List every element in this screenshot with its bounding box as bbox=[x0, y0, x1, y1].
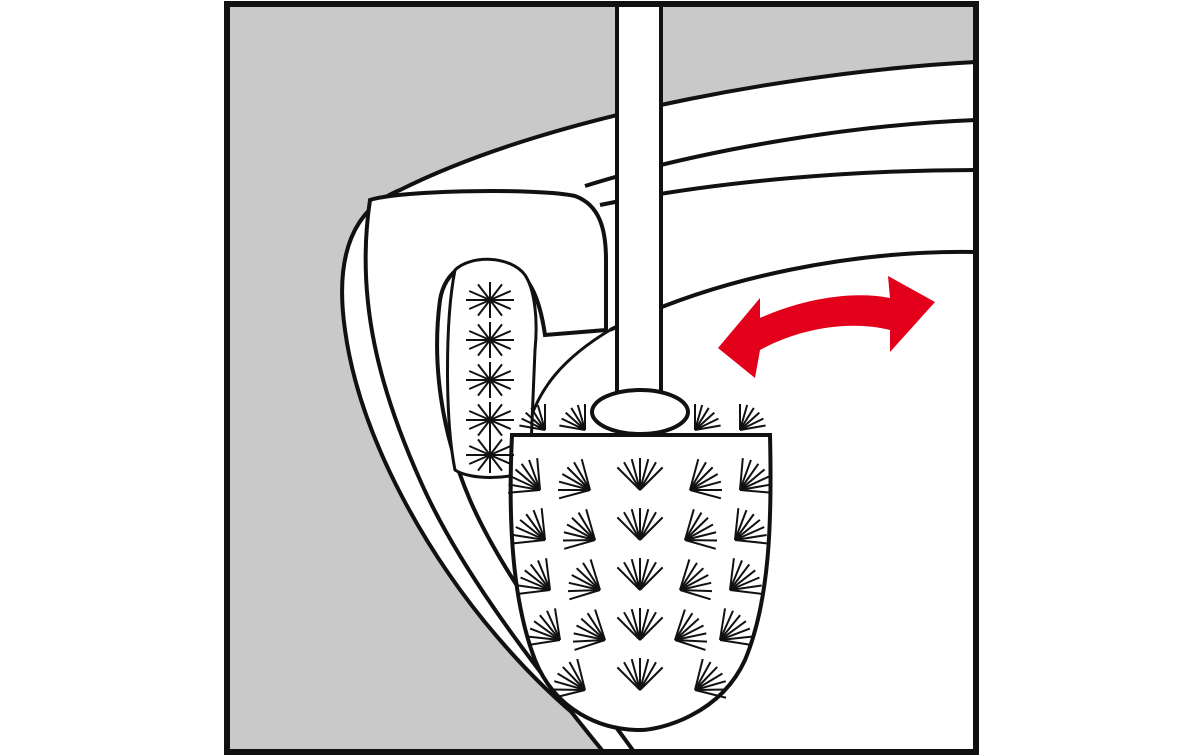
rim-brush-bristles bbox=[466, 282, 514, 473]
brush-collar bbox=[590, 388, 690, 436]
brush-handle bbox=[615, 4, 663, 412]
brush-bristles bbox=[508, 404, 772, 699]
motion-arrow bbox=[718, 276, 935, 378]
frame-border bbox=[224, 1, 979, 755]
